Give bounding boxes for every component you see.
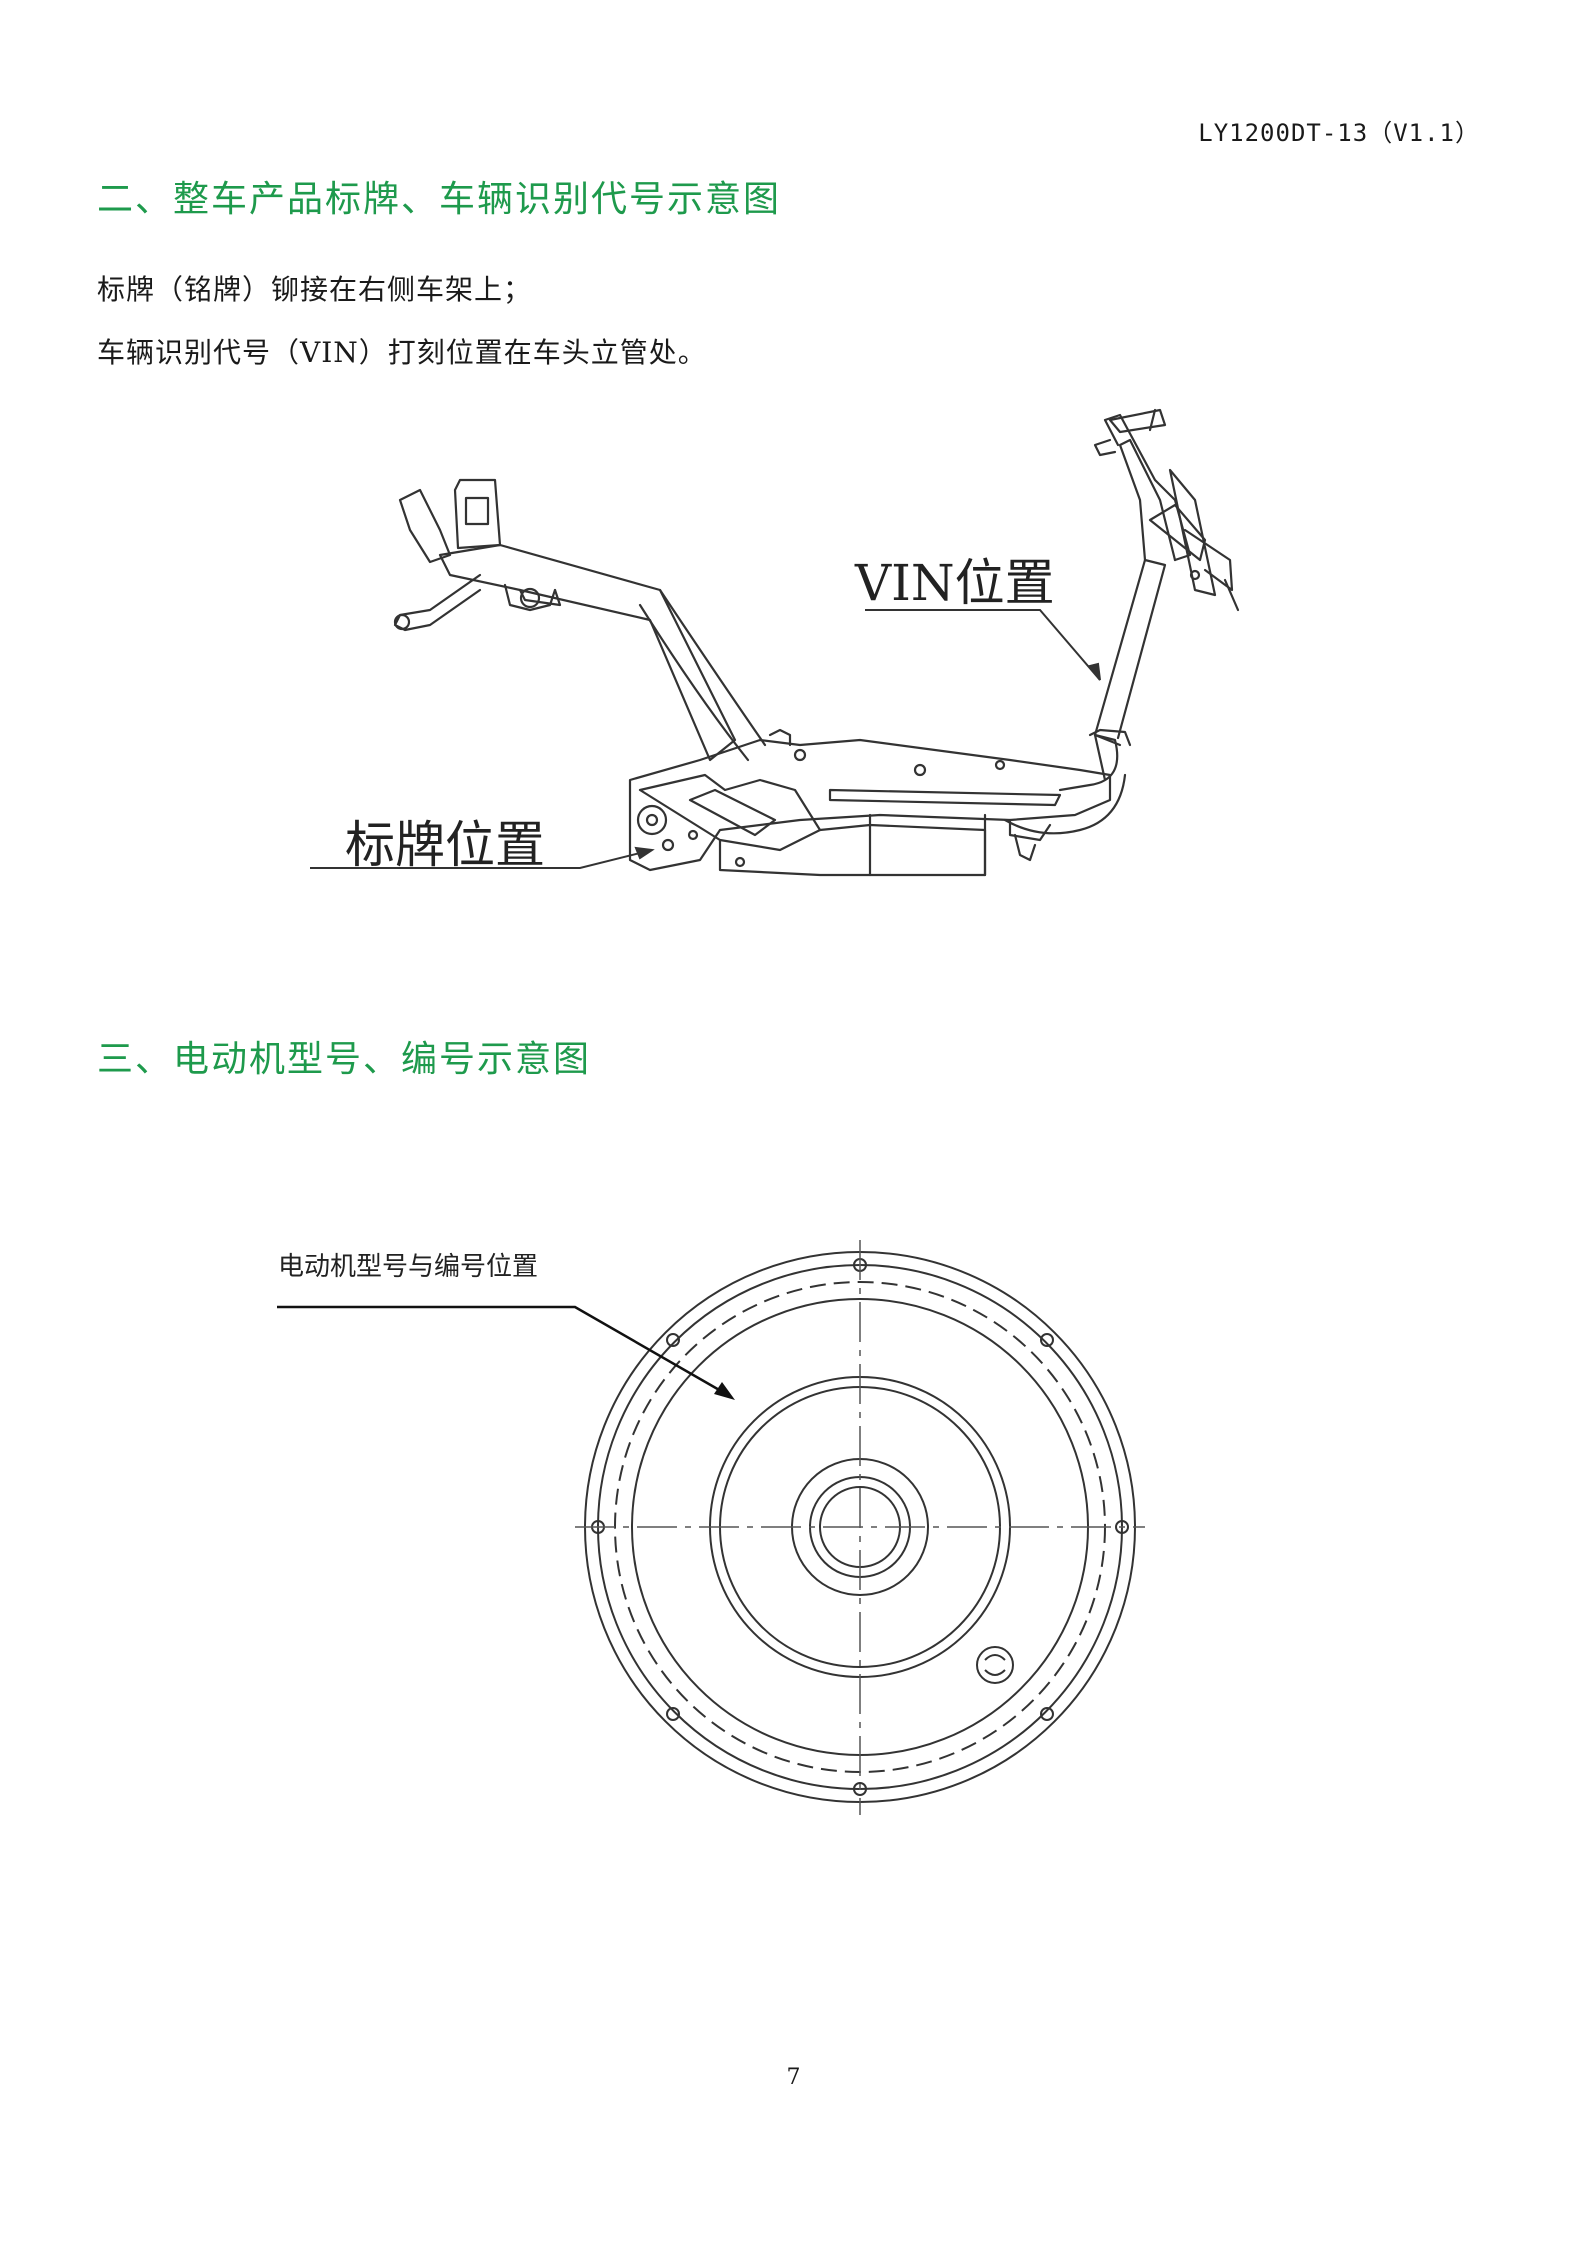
section-title-vehicle-plate: 二、整车产品标牌、车辆识别代号示意图 xyxy=(97,179,782,220)
page-number: 7 xyxy=(786,2065,801,2090)
document-code: LY1200DT-13（V1.1） xyxy=(1198,119,1480,147)
body-text-vin-location: 车辆识别代号（VIN）打刻位置在车头立管处。 xyxy=(97,336,707,369)
front-curve xyxy=(1058,733,1119,792)
vin-position-label: VIN位置 xyxy=(854,554,1055,612)
rear-box-bracket xyxy=(453,478,502,550)
plate-leader-line xyxy=(310,849,653,869)
motor-model-number-label: 电动机型号与编号位置 xyxy=(278,1252,538,1282)
rear-bracket xyxy=(398,488,452,564)
motor-leader-line xyxy=(277,1305,729,1397)
head-tube xyxy=(1093,558,1167,740)
vin-leader-line xyxy=(865,609,1101,681)
head-bracket xyxy=(1168,468,1217,597)
brand-logo-mark xyxy=(976,1646,1014,1684)
body-text-plate-location: 标牌（铭牌）铆接在右侧车架上； xyxy=(97,273,533,306)
main-frame-body xyxy=(628,738,1112,872)
section-title-motor: 三、电动机型号、编号示意图 xyxy=(97,1039,592,1080)
nameplate-position-label: 标牌位置 xyxy=(345,816,545,874)
side-bracket xyxy=(638,773,822,852)
